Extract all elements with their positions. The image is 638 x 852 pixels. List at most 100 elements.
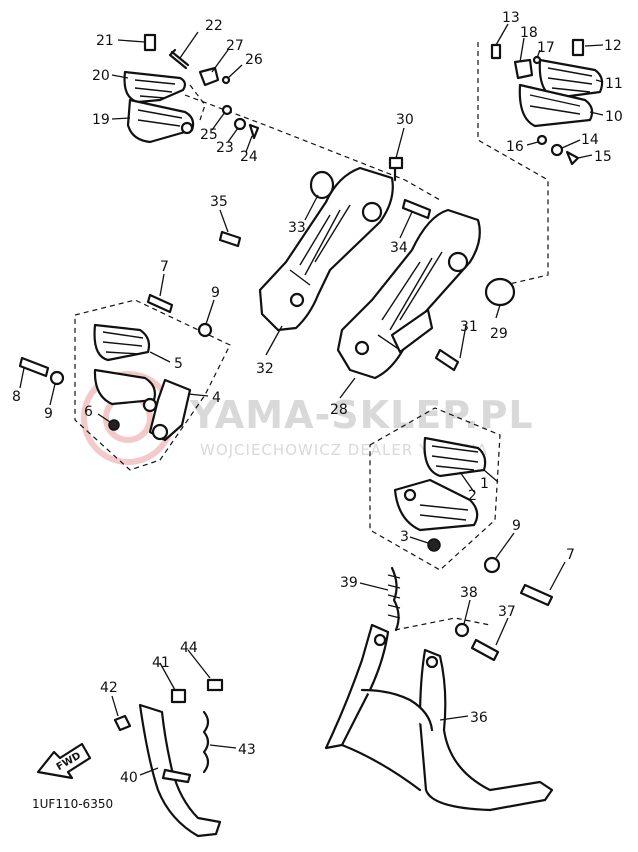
diagram-code: 1UF110-6350 [32, 797, 113, 811]
callout-29: 29 [490, 326, 508, 342]
leader-23 [227, 127, 239, 143]
dashed-outlines [74, 42, 549, 631]
footrest-bracket-28 [336, 208, 481, 380]
leader-16 [526, 141, 539, 146]
dashed-line-left-footrest-bracket [184, 94, 441, 201]
leader-3 [409, 536, 429, 544]
callout-27: 27 [226, 38, 244, 54]
leader-27 [211, 49, 229, 73]
leader-14 [561, 139, 581, 149]
right-rear-footrest-group [490, 38, 604, 166]
leader-21 [117, 39, 146, 43]
callout-32: 32 [256, 361, 274, 377]
centerstand-group [324, 566, 554, 812]
callout-16: 16 [506, 139, 524, 155]
leader-25 [211, 111, 226, 131]
callout-39: 39 [340, 575, 358, 591]
leader-22 [179, 31, 199, 59]
watermark-tagline: WOJCIECHOWICZ DEALER YAMAHA [200, 441, 488, 459]
footrest-assy-1-ridges [419, 504, 469, 521]
callout-9c: 9 [512, 518, 521, 534]
fwd-arrow: FWD [36, 742, 92, 780]
leader-42 [111, 695, 119, 717]
bolt-35 [218, 230, 242, 248]
footrest-assy-1 [393, 478, 479, 532]
callout-33: 33 [288, 220, 306, 236]
callout-23: 23 [216, 140, 234, 156]
callout-9b: 9 [44, 406, 53, 422]
nut-3 [427, 538, 441, 552]
footrest-rubber-2-grip [431, 445, 479, 471]
callout-44: 44 [180, 640, 198, 656]
centerstand-right-pivot [425, 655, 439, 669]
leader-12 [584, 44, 604, 47]
leader-8 [19, 367, 25, 389]
leader-32 [265, 325, 283, 356]
footrest-bracket-28-ribs [377, 251, 443, 351]
leader-11 [595, 79, 604, 83]
footrest-bracket-28-hole [354, 340, 370, 356]
callout-7a: 7 [160, 259, 169, 275]
dashed-box-left-footrest-assy [74, 299, 231, 471]
footrest-rubber-20-grip [134, 79, 176, 99]
fwd-arrow-shape [36, 742, 92, 780]
plate-18 [513, 58, 534, 80]
leader-lines [19, 23, 604, 776]
footrest-bracket-32-boss [361, 201, 383, 223]
footrest-bracket-4-pivot [142, 397, 158, 413]
callout-18: 18 [520, 25, 538, 41]
bolt-7-lower [519, 583, 554, 607]
callout-9a: 9 [211, 285, 220, 301]
callout-43: 43 [238, 742, 256, 758]
callout-6: 6 [84, 404, 93, 420]
pin-22 [168, 48, 190, 70]
callout-numbers: 1 2 3 4 5 6 7 7 8 9 9 9 10 11 12 13 14 1… [12, 10, 623, 786]
leader-13 [495, 23, 509, 46]
callout-19: 19 [92, 112, 110, 128]
callout-3: 3 [400, 529, 409, 545]
leader-38 [463, 599, 471, 625]
nut-42 [113, 714, 132, 732]
leader-43 [209, 744, 237, 749]
footrest-bracket-4-hole [151, 423, 169, 441]
bolt-8 [18, 356, 50, 378]
footrest-10 [518, 83, 594, 128]
sidestand-bracket-44 [206, 678, 224, 692]
leader-34 [399, 211, 413, 239]
footrest-bracket-32-hole [289, 292, 305, 308]
centerstand-crossbar [360, 688, 434, 732]
callout-30: 30 [396, 112, 414, 128]
watermark: YAMA-SKLEP.PL WOJCIECHOWICZ DEALER YAMAH… [81, 371, 533, 465]
leader-24 [245, 135, 253, 153]
callout-25: 25 [200, 127, 218, 143]
callout-36: 36 [470, 710, 488, 726]
leader-37 [495, 617, 509, 646]
callout-31: 31 [460, 319, 478, 335]
leader-17 [536, 49, 541, 59]
callout-4: 4 [212, 390, 221, 406]
centerstand-left-leg [324, 623, 390, 750]
bolt-31 [434, 348, 460, 372]
leader-7-upper [159, 273, 165, 297]
left-rear-footrest-group [123, 33, 260, 144]
footrest-rubber-5-grip [102, 331, 144, 355]
centerstand-left-pivot [373, 633, 387, 647]
callout-13: 13 [502, 10, 520, 26]
leader-29 [495, 304, 501, 319]
callout-22: 22 [205, 18, 223, 34]
footrest-bracket-group [218, 156, 516, 380]
callout-38: 38 [460, 585, 478, 601]
callout-12: 12 [604, 38, 622, 54]
footrest-10-ridges [529, 94, 581, 115]
callout-15: 15 [594, 149, 612, 165]
sidestand-40-tab [161, 768, 192, 784]
footrest-rubber-5 [93, 323, 151, 362]
spring-39 [390, 566, 400, 632]
spring-43 [202, 710, 210, 774]
dashed-box-right-footrest-assy [369, 407, 501, 571]
footrest-bracket-32-ribs [289, 204, 351, 286]
callout-17: 17 [537, 40, 555, 56]
footrest-bracket-28-pad [390, 308, 434, 354]
